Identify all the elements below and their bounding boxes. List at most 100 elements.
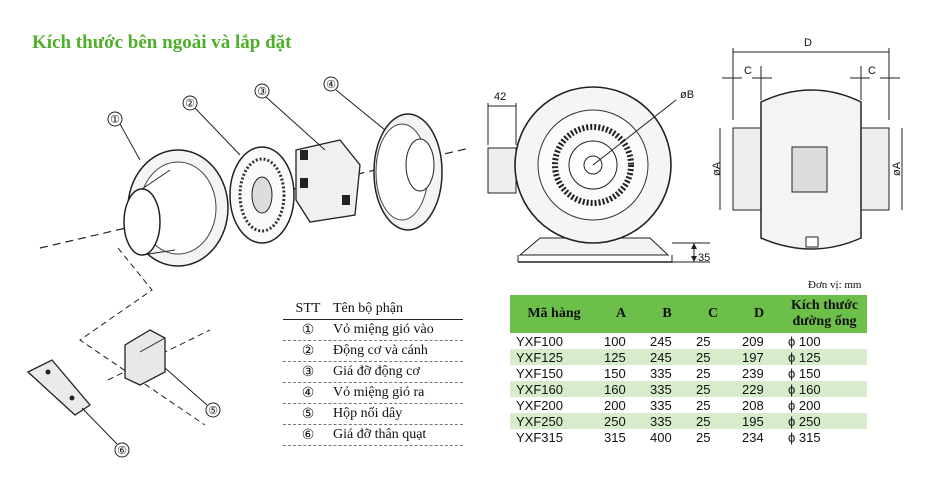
callout-5-label: ⑤ xyxy=(208,405,218,417)
spec-cell-a: 250 xyxy=(598,413,644,429)
parts-row-name: Vỏ miệng gió ra xyxy=(333,385,425,400)
spec-cell-c: 25 xyxy=(696,429,711,445)
spec-cell-d: 239 xyxy=(742,365,764,381)
spec-cell-a: 150 xyxy=(604,365,626,381)
front-view-drawing xyxy=(487,86,710,263)
part-outlet-housing xyxy=(373,113,443,231)
spec-cell-c: 25 xyxy=(690,349,736,365)
parts-row-name: Động cơ và cánh xyxy=(333,343,428,358)
spec-cell-c: 25 xyxy=(690,413,736,429)
page-title: Kích thước bên ngoài và lắp đặt xyxy=(32,32,292,53)
callout-4-label: ④ xyxy=(326,79,336,91)
spec-header-c: C xyxy=(690,295,736,333)
spec-cell-pipe: ϕ 160 xyxy=(782,381,867,397)
part-inlet-housing xyxy=(123,149,229,267)
parts-row-name: Giá đỡ thân quạt xyxy=(333,427,427,442)
parts-row: ③ Giá đỡ động cơ xyxy=(283,362,463,383)
spec-row: YXF100 100 245 25 209 ϕ 100 xyxy=(510,333,867,349)
part-motor-bracket xyxy=(295,139,361,223)
part-housing-bracket xyxy=(26,359,91,416)
spec-cell-model: YXF160 xyxy=(510,381,598,397)
parts-row-name: Hộp nối dây xyxy=(333,406,403,421)
spec-cell-model: YXF150 xyxy=(516,365,563,381)
parts-row: ② Động cơ và cánh xyxy=(283,341,463,362)
dim-D: D xyxy=(804,37,812,49)
spec-cell-b: 335 xyxy=(644,381,690,397)
spec-cell-b: 335 xyxy=(644,413,690,429)
spec-cell-b: 245 xyxy=(650,333,672,349)
spec-cell-c: 25 xyxy=(690,381,736,397)
spec-cell-b: 335 xyxy=(650,365,672,381)
dim-35: 35 xyxy=(698,252,710,264)
spec-cell-model: YXF200 xyxy=(516,397,563,413)
parts-row-num: ③ xyxy=(301,364,315,380)
parts-row-name: Giá đỡ động cơ xyxy=(333,364,420,379)
spec-cell-a: 160 xyxy=(598,381,644,397)
spec-header-model: Mã hàng xyxy=(510,295,598,333)
parts-row: ⑥ Giá đỡ thân quạt xyxy=(283,425,463,446)
part-motor-impeller xyxy=(229,146,295,244)
dim-phiA-left: øA xyxy=(711,161,723,176)
spec-header-b: B xyxy=(644,295,690,333)
spec-cell-b: 335 xyxy=(650,397,672,413)
callout-2-label: ② xyxy=(185,98,195,110)
parts-table-header: STT Tên bộ phận xyxy=(283,299,463,320)
parts-row: ① Vỏ miệng gió vào xyxy=(283,320,463,341)
spec-cell-a: 315 xyxy=(604,429,626,445)
parts-header-stt: STT xyxy=(295,301,321,316)
dim-C-left: C xyxy=(744,65,752,77)
callout-2: ② xyxy=(182,95,241,156)
spec-cell-pipe: ϕ 250 xyxy=(782,413,867,429)
spec-header-row: Mã hàng A B C D Kích thước đường ống xyxy=(510,295,867,333)
dim-phiB: øB xyxy=(680,89,694,101)
parts-row-num: ① xyxy=(301,322,315,338)
callout-4: ④ xyxy=(323,76,386,131)
spec-cell-model: YXF125 xyxy=(510,349,598,365)
spec-row: YXF315 315 400 25 234 ϕ 315 xyxy=(510,429,867,445)
spec-cell-a: 100 xyxy=(604,333,626,349)
parts-row-num: ④ xyxy=(301,385,315,401)
callout-1: ① xyxy=(107,111,141,161)
spec-cell-model: YXF250 xyxy=(510,413,598,429)
spec-row: YXF150 150 335 25 239 ϕ 150 xyxy=(510,365,867,381)
callout-6-label: ⑥ xyxy=(117,445,127,457)
spec-row: YXF160 160 335 25 229 ϕ 160 xyxy=(510,381,867,397)
spec-cell-c: 25 xyxy=(696,397,711,413)
callout-1-label: ① xyxy=(110,114,120,126)
dim-42: 42 xyxy=(494,91,506,103)
unit-note: Đơn vị: mm xyxy=(808,279,862,291)
spec-cell-pipe: ϕ 100 xyxy=(788,333,821,349)
spec-cell-c: 25 xyxy=(696,365,711,381)
parts-row-name: Vỏ miệng gió vào xyxy=(333,322,434,337)
spec-cell-pipe: ϕ 200 xyxy=(788,397,821,413)
spec-cell-a: 200 xyxy=(604,397,626,413)
spec-header-pipe: Kích thước đường ống xyxy=(782,295,867,333)
parts-row-num: ⑥ xyxy=(301,427,315,443)
spec-cell-d: 209 xyxy=(742,333,764,349)
spec-cell-pipe: ϕ 150 xyxy=(788,365,821,381)
spec-cell-d: 234 xyxy=(742,429,764,445)
dim-C-right: C xyxy=(868,65,876,77)
spec-cell-d: 195 xyxy=(736,413,782,429)
spec-cell-d: 197 xyxy=(736,349,782,365)
spec-cell-d: 229 xyxy=(736,381,782,397)
parts-row-num: ② xyxy=(301,343,315,359)
side-view-drawing xyxy=(719,48,903,250)
spec-cell-d: 208 xyxy=(742,397,764,413)
parts-row: ④ Vỏ miệng gió ra xyxy=(283,383,463,404)
spec-cell-c: 25 xyxy=(696,333,711,349)
dim-phiA-right: øA xyxy=(891,161,903,176)
spec-header-d: D xyxy=(736,295,782,333)
callout-3-label: ③ xyxy=(257,86,267,98)
spec-table: Mã hàng A B C D Kích thước đường ống YXF… xyxy=(510,295,867,445)
callout-6: ⑥ xyxy=(81,407,130,458)
spec-cell-pipe: ϕ 125 xyxy=(782,349,867,365)
parts-table: STT Tên bộ phận ① Vỏ miệng gió vào ② Động … xyxy=(283,299,463,446)
guide-line xyxy=(107,329,211,381)
spec-row: YXF250 250 335 25 195 ϕ 250 xyxy=(510,413,867,429)
spec-row: YXF125 125 245 25 197 ϕ 125 xyxy=(510,349,867,365)
spec-cell-a: 125 xyxy=(598,349,644,365)
spec-cell-model: YXF100 xyxy=(516,333,563,349)
